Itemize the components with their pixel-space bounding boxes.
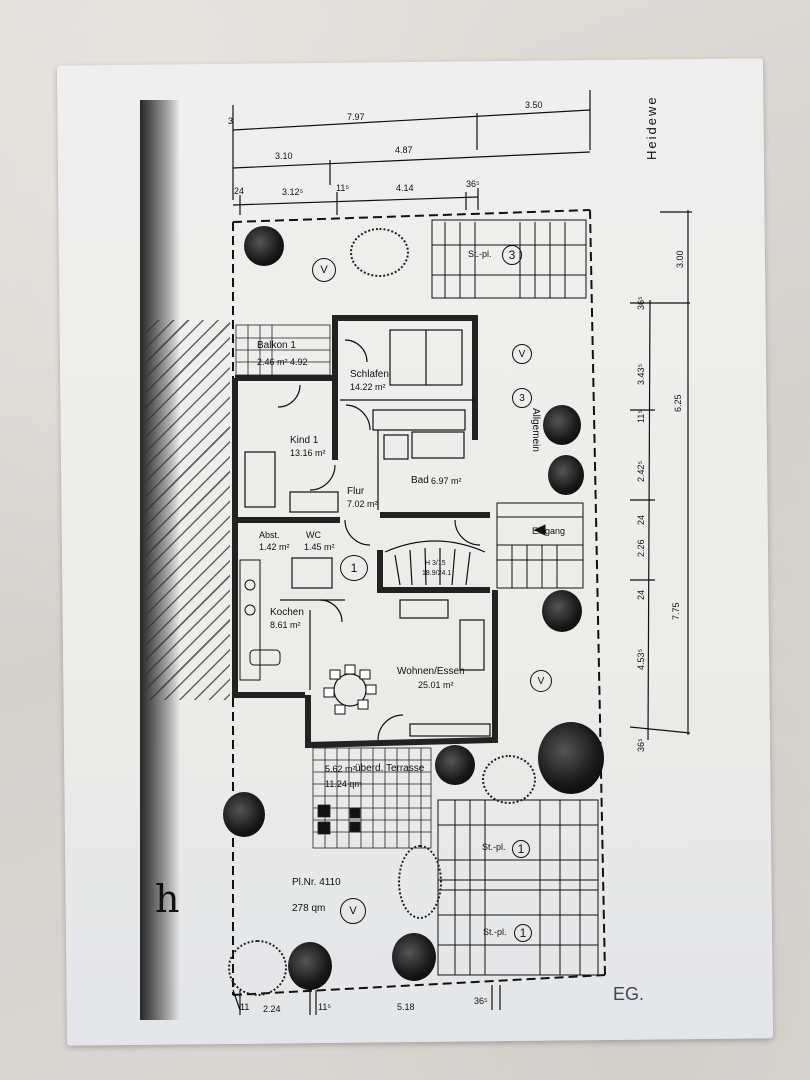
dim-label: 4.53⁵ bbox=[636, 648, 646, 670]
room-area: 1.45 m² bbox=[304, 542, 335, 552]
dim-label: 36⁵ bbox=[474, 996, 488, 1006]
dim-label: 2.26 bbox=[636, 539, 646, 557]
room-area: 7.02 m² bbox=[347, 499, 378, 509]
dim-label: 24 bbox=[234, 186, 245, 196]
room-name: Wohnen/Essen bbox=[397, 666, 465, 677]
room-name: Kind 1 bbox=[290, 435, 319, 446]
handwritten-marker: V bbox=[340, 898, 366, 924]
room-name: Balkon 1 bbox=[257, 340, 296, 351]
dim-label: 3 bbox=[228, 116, 234, 126]
neighbor-hatched-area bbox=[145, 320, 230, 700]
parking-label: St.-pl. bbox=[482, 842, 506, 852]
handwritten-marker: 3 bbox=[512, 388, 532, 408]
room-area: 25.01 m² bbox=[418, 680, 454, 690]
room-area: 8.61 m² bbox=[270, 620, 301, 630]
room-name: Bad bbox=[411, 475, 429, 486]
room-area: 1.42 m² bbox=[259, 542, 290, 552]
plot-number: Pl.Nr. 4110 bbox=[292, 877, 341, 888]
plot-area: 278 qm bbox=[292, 903, 326, 914]
room-name: Abst. bbox=[259, 530, 280, 540]
shrub-icon bbox=[482, 755, 536, 804]
dim-label: 4.87 bbox=[395, 145, 413, 155]
shrub-icon bbox=[350, 228, 409, 277]
tree-icon bbox=[548, 455, 584, 495]
dim-label: 4.14 bbox=[396, 183, 414, 193]
tree-icon bbox=[223, 792, 265, 837]
dim-label: 24 bbox=[636, 514, 646, 525]
parking-number: 1 bbox=[512, 840, 530, 858]
handwritten-marker: V bbox=[312, 258, 336, 282]
handwritten-annotation: Allgemein bbox=[530, 408, 541, 452]
dim-label: 11⁵ bbox=[336, 183, 350, 193]
room-name: Flur bbox=[347, 486, 365, 497]
parking-label: St.-pl. bbox=[468, 249, 492, 259]
parking-number: 1 bbox=[514, 924, 532, 942]
stair-label: 18.9/24.1 bbox=[422, 570, 452, 577]
tree-icon bbox=[435, 745, 475, 785]
tree-icon bbox=[288, 942, 332, 990]
tree-icon bbox=[542, 590, 582, 632]
room-name: Kochen bbox=[270, 607, 304, 618]
room-area: 5.62 m² bbox=[325, 764, 356, 774]
dim-label: 3.43⁵ bbox=[636, 363, 646, 385]
dim-label: 3.50 bbox=[525, 100, 543, 110]
dim-label: 36⁵ bbox=[636, 296, 646, 310]
tree-icon bbox=[543, 405, 581, 445]
dim-label: 11⁵ bbox=[318, 1002, 332, 1012]
entrance-label: Eingang bbox=[532, 526, 566, 536]
dim-label: 6.25 bbox=[673, 394, 683, 412]
room-area: 6.97 m² bbox=[431, 476, 462, 486]
dim-label: 3.12⁵ bbox=[282, 187, 304, 197]
handwritten-signature: h bbox=[155, 877, 180, 921]
dim-label: 2.42⁵ bbox=[636, 460, 646, 482]
tree-icon bbox=[392, 933, 436, 981]
unit-marker: 1 bbox=[340, 555, 368, 581]
room-name: WC bbox=[306, 530, 321, 540]
dim-label: 7.97 bbox=[347, 112, 365, 122]
tree-icon bbox=[244, 226, 284, 266]
dim-label: 3.10 bbox=[275, 151, 293, 161]
dim-label: 36⁵ bbox=[636, 738, 646, 752]
dim-label: 7.75 bbox=[671, 602, 681, 620]
dim-label: 36⁵ bbox=[466, 179, 480, 189]
dim-label: 11⁵ bbox=[636, 409, 646, 423]
room-area: 13.16 m² bbox=[290, 448, 326, 458]
dim-label: 3.00 bbox=[675, 250, 685, 268]
floor-label: EG. bbox=[613, 984, 645, 1004]
street-name: Heidewe bbox=[644, 95, 659, 160]
handwritten-marker: V bbox=[512, 344, 532, 364]
room-area: 14.22 m² bbox=[350, 382, 386, 392]
room-name: Schlafen bbox=[350, 369, 389, 380]
parking-label: St.-pl. bbox=[483, 927, 507, 937]
room-name: überd. Terrasse bbox=[355, 763, 425, 774]
dim-label: 5.18 bbox=[397, 1002, 415, 1012]
parking-number: 3 bbox=[502, 245, 522, 265]
tree-icon bbox=[538, 722, 604, 794]
stair-label: H 3/15 bbox=[425, 560, 446, 567]
room-area: 2.46 m² 4.92 bbox=[257, 357, 308, 367]
room-extra-area: 11.24 qm bbox=[325, 779, 362, 789]
dim-label: 24 bbox=[636, 589, 646, 600]
shrub-icon bbox=[398, 845, 442, 919]
handwritten-marker: V bbox=[530, 670, 552, 692]
dim-label: 11 bbox=[240, 1002, 250, 1012]
dim-label: 2.24 bbox=[263, 1004, 281, 1014]
shrub-icon bbox=[228, 940, 287, 996]
